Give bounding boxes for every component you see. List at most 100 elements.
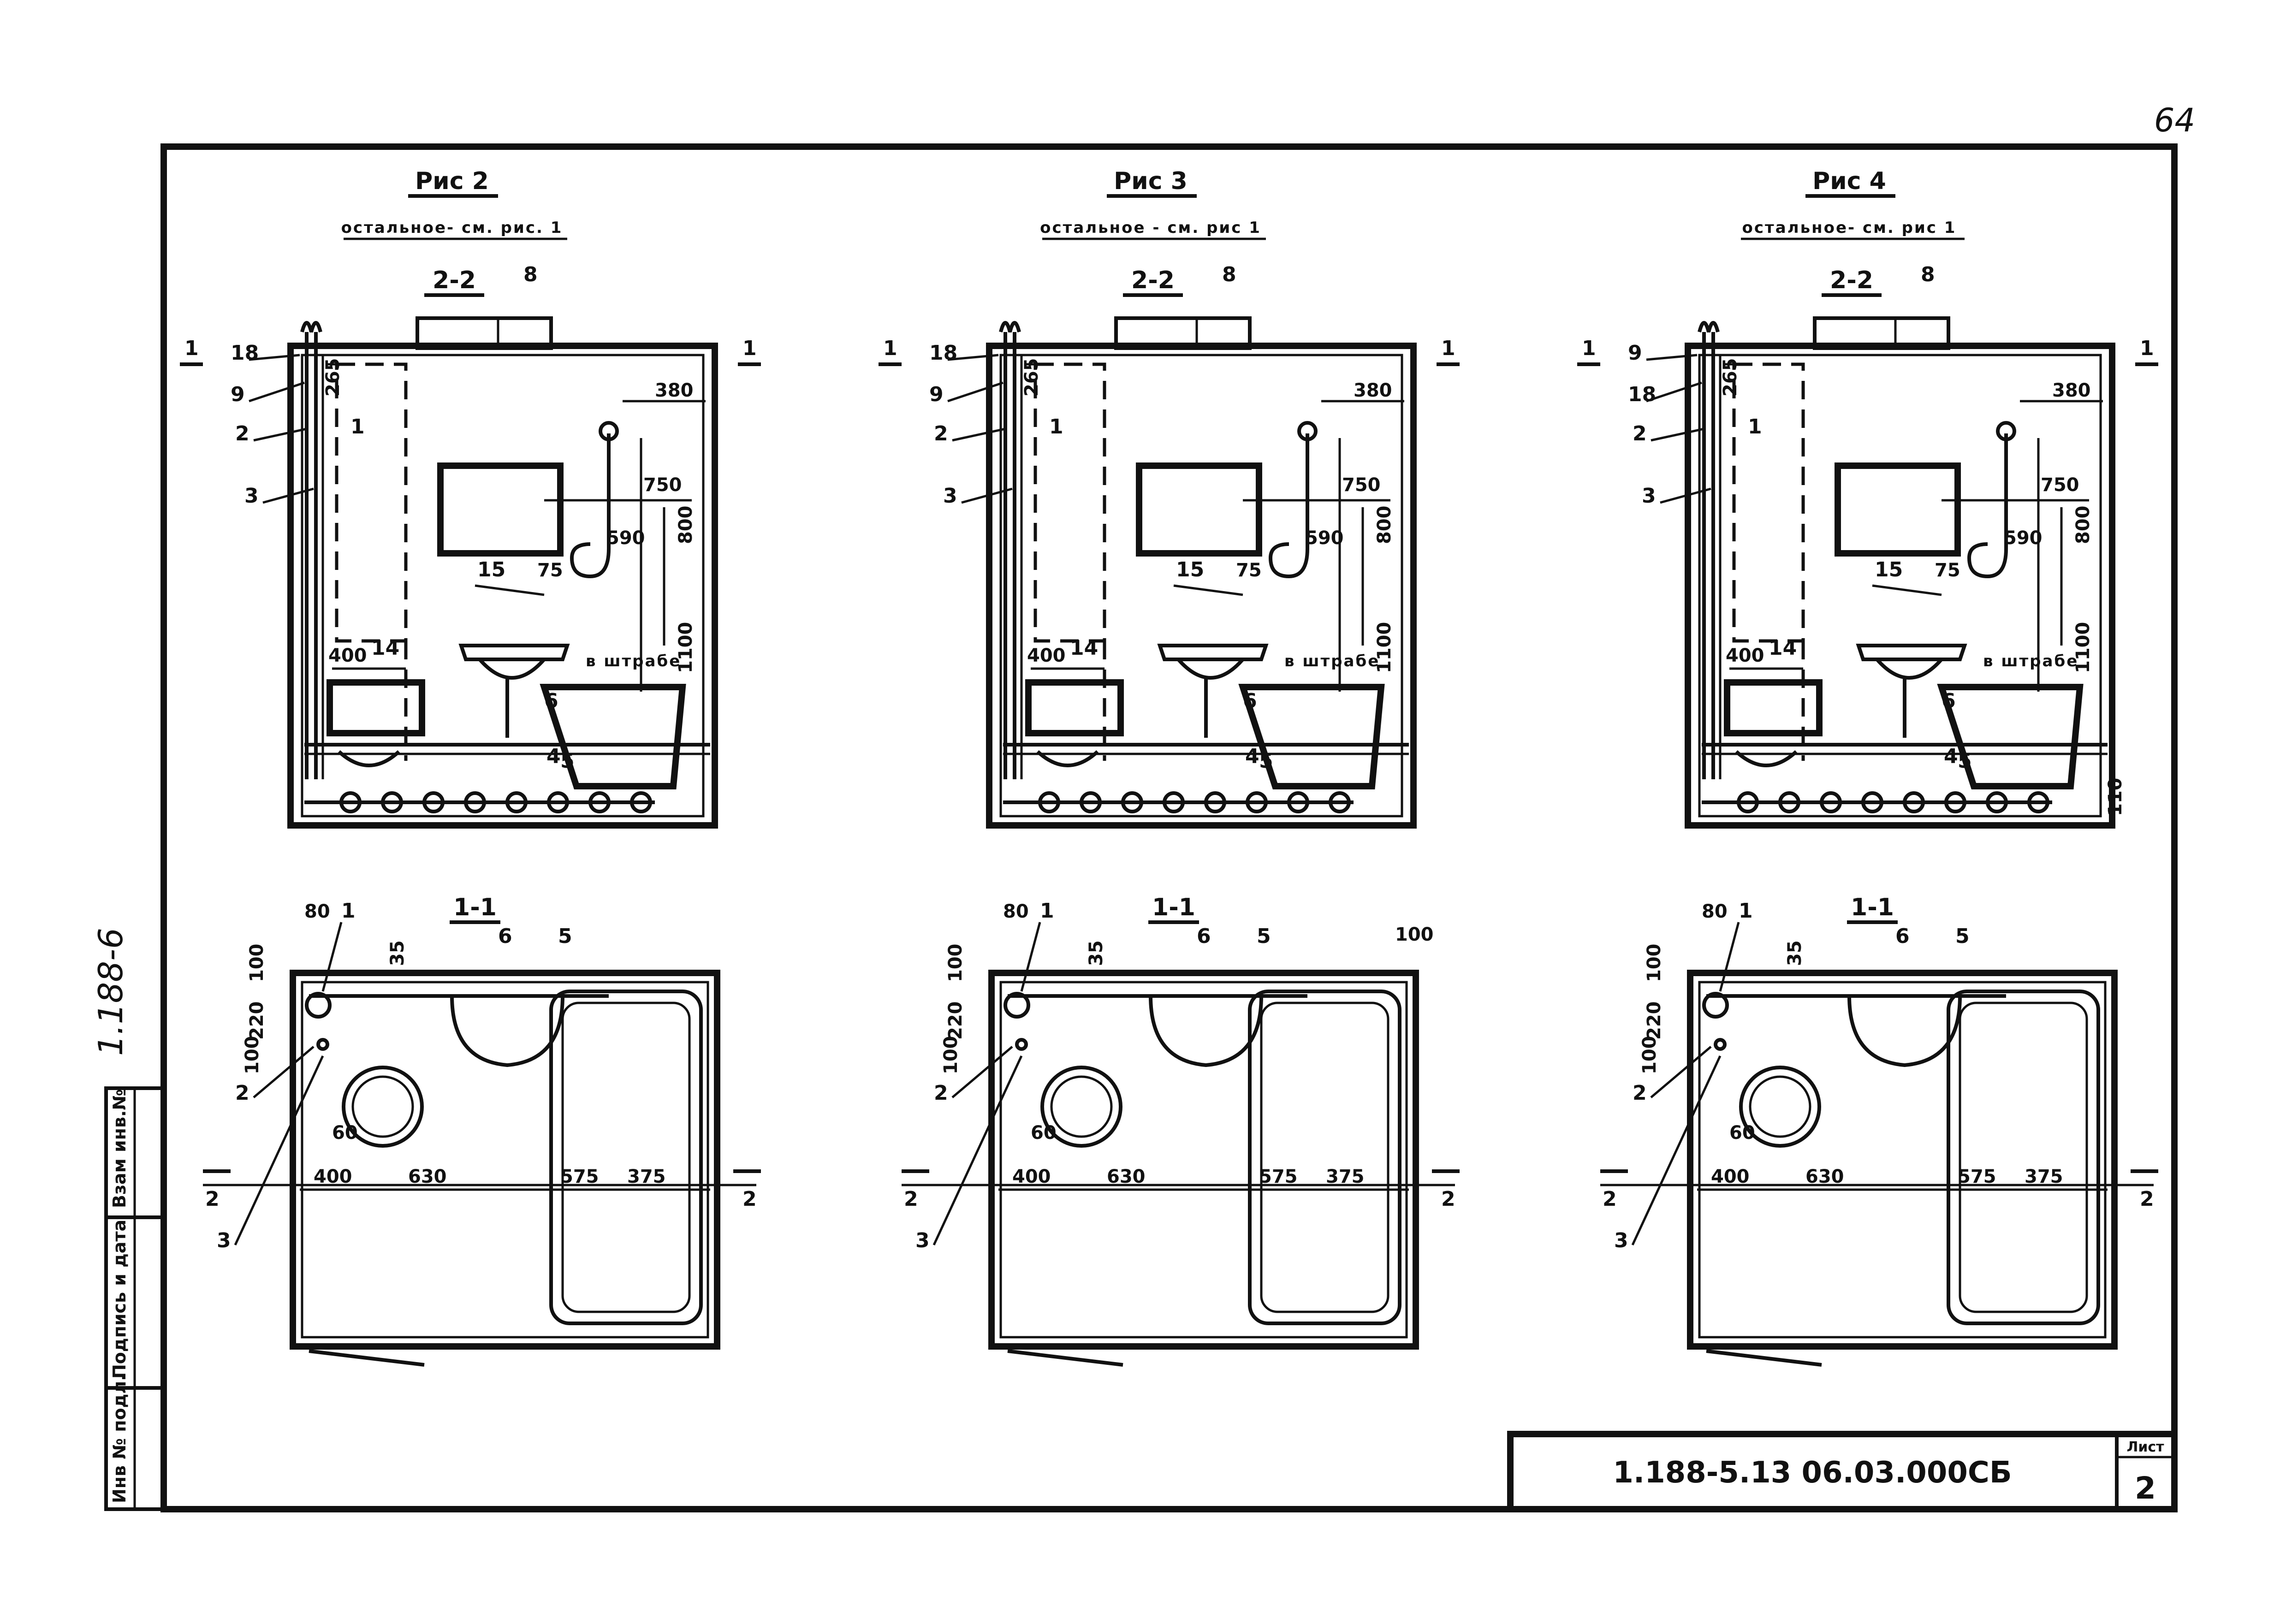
- plan-bathtub-inner: [1959, 1002, 2088, 1313]
- cut-mark-label-left: 1: [1582, 337, 1596, 360]
- toilet-cistern: [327, 679, 425, 736]
- figure-note: остальное- см. рис. 1: [341, 219, 563, 237]
- plan-label-1: 1: [1739, 899, 1753, 923]
- dim-590: 590: [606, 528, 645, 549]
- plan-dim-630: 630: [1805, 1166, 1844, 1187]
- cut-mark-2-label-right: 2: [1441, 1187, 1455, 1211]
- shaft-dashed-outline: [1033, 362, 1106, 643]
- plan-leader: [1020, 922, 1041, 992]
- toilet-bowl: [1036, 750, 1099, 767]
- washbasin-bowl: [478, 658, 546, 680]
- figure-title: Рис 4: [1812, 167, 1886, 195]
- room-outline: [1685, 343, 2115, 829]
- position-label: 4: [1944, 745, 1958, 768]
- plan-inner-wall: [999, 981, 1408, 1339]
- drain-fitting: [464, 791, 486, 813]
- drain-fitting: [1121, 791, 1143, 813]
- cut-mark-2-label-left: 2: [904, 1187, 918, 1211]
- position-label: 18: [929, 341, 957, 365]
- shower-head: [1996, 421, 2016, 441]
- section-2-2-label: 2-2: [1131, 267, 1175, 294]
- plan-inner-wall: [1698, 981, 2107, 1339]
- toilet-cistern: [1724, 679, 1823, 736]
- plan-dim-220: 220: [1644, 1002, 1665, 1040]
- cut-mark-label-right: 1: [742, 337, 757, 360]
- plan-dim-80: 80: [1003, 901, 1029, 922]
- dim-750: 750: [643, 474, 682, 496]
- plan-bathtub: [1947, 990, 2100, 1325]
- plan-dim-60: 60: [1729, 1122, 1755, 1144]
- room-outline: [287, 343, 718, 829]
- plan-dim-575: 575: [560, 1166, 599, 1187]
- dim-400: 400: [1027, 645, 1066, 666]
- dim-590: 590: [1305, 528, 1344, 549]
- drain-fitting: [1820, 791, 1842, 813]
- position-label: 6: [544, 689, 558, 713]
- washbasin-bowl: [1875, 658, 1943, 680]
- plan-dim-400: 400: [314, 1166, 352, 1187]
- plan-toilet-bowl: [1040, 1066, 1122, 1148]
- leader: [1646, 381, 1702, 403]
- drain-fitting: [1287, 791, 1309, 813]
- shower-hose: [1967, 433, 2008, 579]
- riser-top-fitting: [1698, 321, 1720, 333]
- position-label: 14: [371, 636, 399, 660]
- plan-label-6: 6: [1895, 925, 1910, 948]
- plan-dim-100c: 100: [1395, 924, 1434, 945]
- shaft-dashed-outline: [335, 362, 408, 643]
- plan-leader: [1719, 922, 1740, 992]
- position-label: 14: [1070, 636, 1098, 660]
- plan-leader: [1631, 1055, 1722, 1246]
- drain-fitting: [1944, 791, 1966, 813]
- position-label: 8: [1921, 263, 1935, 286]
- plan-leader: [253, 1046, 315, 1098]
- dim-1100: 1100: [2072, 622, 2094, 673]
- leader: [1660, 487, 1711, 504]
- plan-dim-100: 100: [246, 944, 267, 983]
- plan-riser-small: [316, 1038, 329, 1051]
- cut-mark-2-label-left: 2: [1603, 1187, 1617, 1211]
- position-label: 18: [231, 341, 259, 365]
- leader: [262, 487, 314, 504]
- plan-leader: [932, 1055, 1023, 1246]
- drain-fitting: [1163, 791, 1185, 813]
- drain-fitting: [1038, 791, 1060, 813]
- section-1-1-label: 1-1: [453, 894, 497, 921]
- plan-dim-575: 575: [1259, 1166, 1298, 1187]
- position-label: 9: [929, 383, 944, 406]
- dim-380: 380: [2052, 380, 2091, 401]
- drain-fitting: [505, 791, 528, 813]
- plan-dim-375: 375: [627, 1166, 666, 1187]
- position-label: 8: [1222, 263, 1236, 286]
- toilet-cistern: [1025, 679, 1124, 736]
- left-stamp-columns: Инв № подл. Подпись и дата Взам инв.№: [104, 1086, 166, 1511]
- leader: [947, 381, 1003, 403]
- column-inv-podl: Инв № подл.: [109, 1374, 130, 1503]
- dim-380: 380: [655, 380, 694, 401]
- leader: [475, 584, 545, 596]
- dim-400: 400: [328, 645, 367, 666]
- bath-note: в штрабе: [1983, 652, 2078, 670]
- plan-riser-small: [1015, 1038, 1028, 1051]
- position-label: 6: [1243, 689, 1257, 713]
- plan-toilet-inner: [1050, 1075, 1113, 1138]
- position-label: 4: [546, 745, 561, 768]
- dim-265: 265: [1021, 358, 1042, 397]
- shower-head: [1297, 421, 1318, 441]
- dim-265: 265: [1720, 358, 1741, 397]
- position-label: 2: [235, 422, 249, 445]
- cut-mark-label-right: 1: [1441, 337, 1455, 360]
- shaft-dashed-outline: [1732, 362, 1805, 643]
- plan-dim-400: 400: [1012, 1166, 1051, 1187]
- dim-75: 75: [537, 560, 563, 581]
- washbasin: [458, 644, 570, 661]
- leader: [1173, 584, 1243, 596]
- plan-dim-100: 100: [945, 944, 966, 983]
